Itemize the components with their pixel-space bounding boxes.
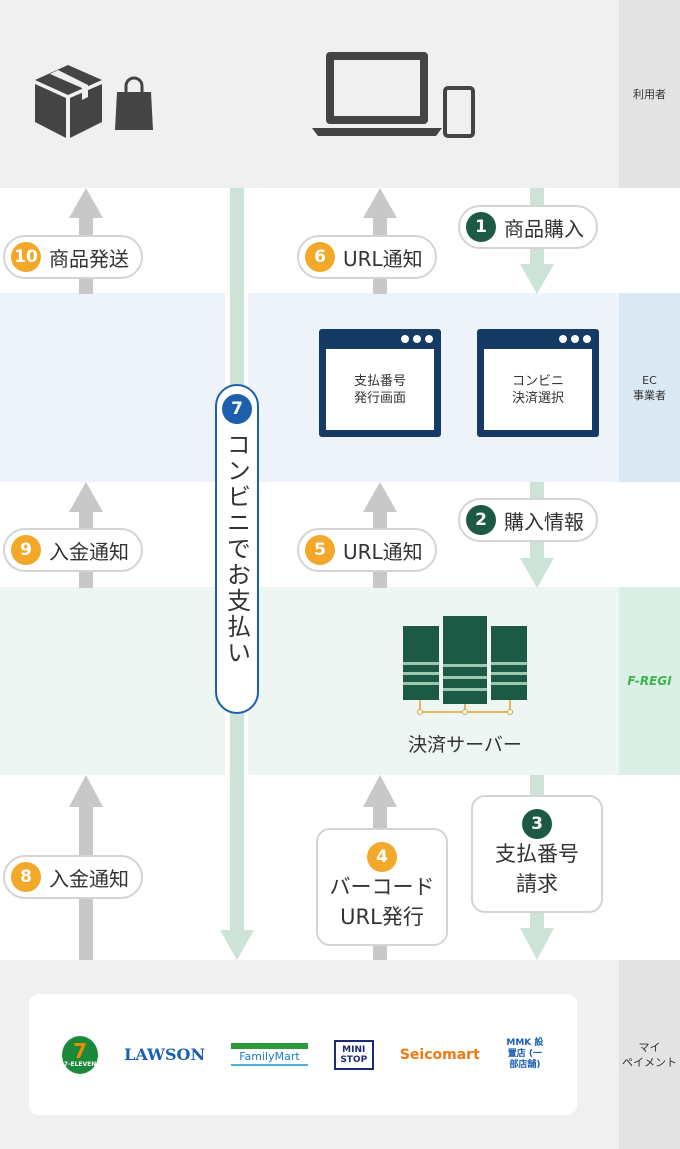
arrow-head [520, 264, 554, 294]
arrow-head [363, 188, 397, 218]
arrow-head [363, 775, 397, 807]
step-6-label: 6 URL通知 [297, 235, 437, 279]
step-text: バーコード URL発行 [329, 875, 435, 929]
lawson-logo: LAWSON [124, 1045, 206, 1064]
step-9-label: 9 入金通知 [3, 528, 143, 572]
step-number: 2 [466, 505, 496, 535]
step-text: 入金通知 [49, 539, 129, 564]
arrow-head [520, 558, 554, 588]
step-number: 6 [305, 242, 335, 272]
arrow-head [69, 188, 103, 218]
screen-text: コンビニ 決済選択 [484, 349, 592, 430]
lane-label-mypayment-text: マイ ペイメント [622, 1040, 677, 1069]
step-number: 9 [11, 535, 41, 565]
step-text: コンビニでお支払い [222, 432, 251, 666]
user-lane [0, 0, 619, 188]
arrow-head [69, 775, 103, 807]
step-text: URL通知 [343, 246, 423, 271]
lane-label-ec: EC 事業者 [619, 293, 680, 482]
arrow-head [520, 928, 554, 960]
step-number: 3 [522, 809, 552, 839]
server-label: 決済サーバー [408, 734, 522, 756]
step-5-label: 5 URL通知 [297, 528, 437, 572]
mmk-logo: MMK 設置店 (一部店舗) [506, 1038, 544, 1070]
server-icon [403, 616, 527, 715]
smartphone-icon [443, 86, 475, 138]
step-number: 10 [11, 242, 41, 272]
familymart-logo: FamilyMart [231, 1043, 308, 1066]
step-number: 5 [305, 535, 335, 565]
step-text: 支払番号 請求 [495, 842, 579, 896]
step-text: 入金通知 [49, 866, 129, 891]
package-icon [35, 65, 102, 138]
step-number: 4 [367, 842, 397, 872]
seicomart-logo: Seicomart [399, 1046, 480, 1063]
seven-eleven-mark: 7 [73, 1039, 87, 1063]
lane-label-mypayment: マイ ペイメント [619, 960, 680, 1149]
arrow-head [69, 482, 103, 512]
arrow-head [220, 930, 254, 960]
screen-text: 支払番号 発行画面 [326, 349, 434, 430]
step-number: 1 [466, 212, 496, 242]
step-1-label: 1 商品購入 [458, 205, 598, 249]
shopping-bag-icon [115, 76, 153, 130]
step-10-label: 10 商品発送 [3, 235, 143, 279]
lane-label-fregi: F-REGI [619, 587, 680, 775]
lane-label-user: 利用者 [619, 0, 680, 188]
laptop-icon [312, 52, 442, 136]
fregi-logo: F-REGI [627, 673, 672, 688]
step-text: 商品発送 [49, 246, 129, 271]
step-2-label: 2 購入情報 [458, 498, 598, 542]
step-text: 商品購入 [504, 216, 584, 241]
step-text: URL通知 [343, 539, 423, 564]
step-8-label: 8 入金通知 [3, 855, 143, 899]
cvs-select-screen: コンビニ 決済選択 [477, 329, 599, 437]
store-name: 7-ELEVEN [63, 1061, 97, 1068]
step-number: 8 [11, 862, 41, 892]
step-7-label: 7 コンビニでお支払い [215, 384, 259, 714]
ministop-logo: MINI STOP [333, 1039, 374, 1070]
arrow-head [363, 482, 397, 512]
lane-label-ec-text: EC 事業者 [633, 373, 666, 402]
store-card: 7 7-ELEVEN LAWSON FamilyMart MINI STOP S… [29, 994, 577, 1115]
seven-eleven-logo: 7 7-ELEVEN [62, 1035, 99, 1074]
step-text: 購入情報 [504, 509, 584, 534]
step-number: 7 [222, 394, 252, 424]
payment-number-screen: 支払番号 発行画面 [319, 329, 441, 437]
